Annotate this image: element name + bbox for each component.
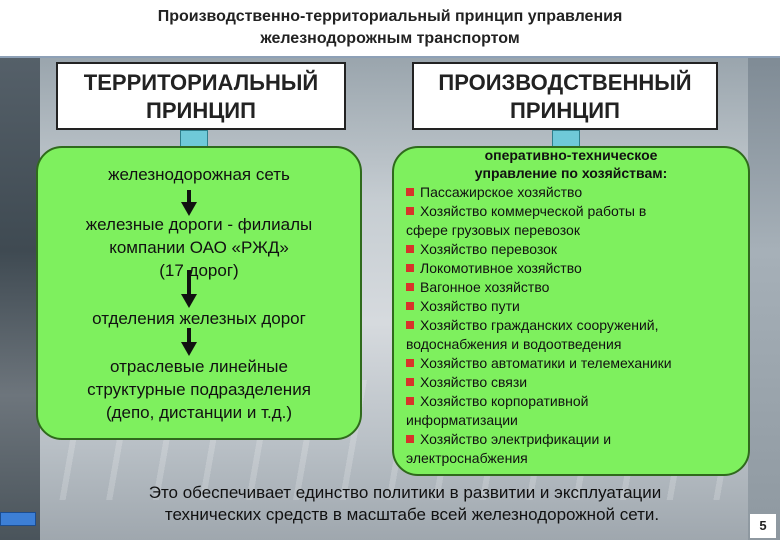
level-railways-line3: (17 дорог) <box>159 261 239 280</box>
list-item: Хозяйство электрификации и <box>406 430 746 449</box>
bullet-square-icon <box>406 397 414 405</box>
divisions-list: Пассажирское хозяйство Хозяйство коммерч… <box>406 183 746 468</box>
bullet-square-icon <box>406 188 414 196</box>
list-item: Вагонное хозяйство <box>406 278 746 297</box>
slide-title-line1: Производственно-территориальный принцип … <box>157 8 623 25</box>
list-item: Локомотивное хозяйство <box>406 259 746 278</box>
production-title-line1: ПРОИЗВОДСТВЕННЫЙ <box>438 70 692 95</box>
bullet-square-icon <box>406 435 414 443</box>
level-railway-network: железнодорожная сеть <box>108 165 290 184</box>
background-photo-left <box>0 58 40 540</box>
list-item: Хозяйство гражданских сооружений, <box>406 316 746 335</box>
arrow-down-icon <box>181 270 197 308</box>
level-railways-line2: компании ОАО «РЖД» <box>109 238 289 257</box>
production-principle-title: ПРОИЗВОДСТВЕННЫЙ ПРИНЦИП <box>412 62 718 130</box>
territorial-hierarchy-box <box>36 146 362 440</box>
divisions-heading-line1: оперативно-техническое <box>484 147 658 163</box>
bullet-square-icon <box>406 378 414 386</box>
list-item-continuation: информатизации <box>406 412 518 428</box>
list-item: Пассажирское хозяйство <box>406 183 746 202</box>
list-item: Хозяйство корпоративной <box>406 392 746 411</box>
production-title-line2: ПРИНЦИП <box>510 98 620 123</box>
bullet-square-icon <box>406 302 414 310</box>
list-item: Хозяйство связи <box>406 373 746 392</box>
level-branches: отделения железных дорог <box>92 309 306 328</box>
page-number: 5 <box>750 514 776 538</box>
level-railways-line1: железные дороги - филиалы <box>85 215 313 234</box>
level-units-line1: отраслевые линейные <box>110 357 288 376</box>
bullet-square-icon <box>406 283 414 291</box>
bullet-square-icon <box>406 359 414 367</box>
territorial-title-line2: ПРИНЦИП <box>146 98 256 123</box>
bullet-square-icon <box>406 264 414 272</box>
list-item-continuation: сфере грузовых перевозок <box>406 222 580 238</box>
slide-title-line2: железнодорожным транспортом <box>260 30 520 47</box>
bullet-square-icon <box>406 207 414 215</box>
list-item: Хозяйство автоматики и телемеханики <box>406 354 746 373</box>
bottom-left-bar <box>0 512 36 526</box>
level-units-line3: (депо, дистанции и т.д.) <box>105 403 293 422</box>
bullet-square-icon <box>406 245 414 253</box>
territorial-principle-title: ТЕРРИТОРИАЛЬНЫЙ ПРИНЦИП <box>56 62 346 130</box>
divisions-heading-line2: управление по хозяйствам: <box>474 165 668 181</box>
production-divisions-box <box>392 146 750 476</box>
list-item: Хозяйство пути <box>406 297 746 316</box>
conclusion-line1: Это обеспечивает единство политики в раз… <box>148 483 662 502</box>
list-item-continuation: водоснабжения и водоотведения <box>406 336 622 352</box>
divisions-heading: оперативно-техническое управление по хоз… <box>392 146 750 182</box>
list-item: Хозяйство перевозок <box>406 240 746 259</box>
arrow-down-icon <box>181 328 197 356</box>
list-item-continuation: электроснабжения <box>406 450 528 466</box>
arrow-down-icon <box>181 190 197 216</box>
conclusion-text: Это обеспечивает единство политики в раз… <box>60 482 750 526</box>
background-photo-right <box>748 58 780 540</box>
territorial-title-line1: ТЕРРИТОРИАЛЬНЫЙ <box>83 70 319 95</box>
slide-header: Производственно-территориальный принцип … <box>0 0 780 58</box>
level-units-line2: структурные подразделения <box>87 380 311 399</box>
list-item: Хозяйство коммерческой работы в <box>406 202 746 221</box>
bullet-square-icon <box>406 321 414 329</box>
conclusion-line2: технических средств в масштабе всей желе… <box>164 505 660 524</box>
